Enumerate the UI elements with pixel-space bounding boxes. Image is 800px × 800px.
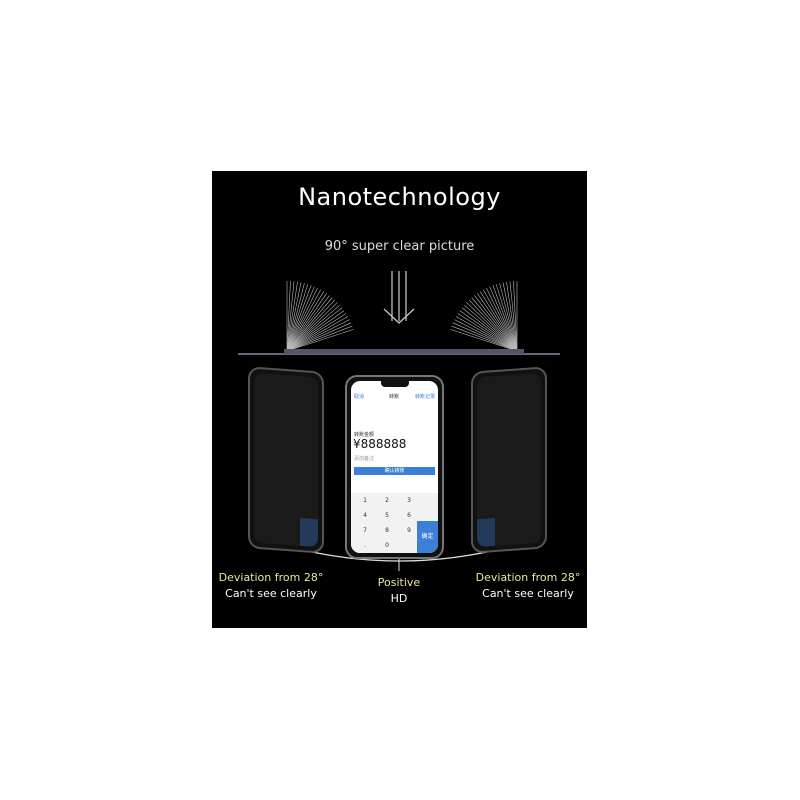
light-ray <box>286 281 291 352</box>
product-panel: Nanotechnology 90° super clear picture 取… <box>212 171 587 628</box>
light-ray <box>286 282 302 352</box>
light-ray <box>483 289 518 352</box>
amount: ¥888888 <box>353 437 407 451</box>
light-ray <box>286 286 315 352</box>
light-ray <box>486 287 518 352</box>
keypad-key[interactable]: 2 <box>385 497 389 504</box>
light-ray <box>461 307 518 352</box>
light-ray <box>286 287 318 352</box>
center-label-desc: HD <box>390 592 408 605</box>
keypad-key[interactable]: 3 <box>407 497 411 504</box>
light-ray <box>286 307 343 352</box>
keypad-key[interactable]: 5 <box>385 512 389 519</box>
center-label-title: Positive <box>377 576 421 589</box>
light-ray <box>286 316 349 352</box>
light-ray <box>286 302 338 352</box>
phone-right-dark <box>471 366 547 554</box>
keypad-key[interactable]: 8 <box>385 527 389 534</box>
right-label-desc: Can't see clearly <box>482 587 574 600</box>
light-ray <box>466 302 518 352</box>
light-ray <box>502 282 518 352</box>
left-label-title: Deviation from 28° <box>218 571 324 584</box>
keypad-key[interactable]: 0 <box>385 542 389 549</box>
ok-key[interactable]: 确定 <box>417 521 438 553</box>
light-ray <box>286 325 353 352</box>
light-ray <box>286 322 352 352</box>
keypad-key[interactable]: 1 <box>363 497 367 504</box>
light-ray <box>286 281 295 352</box>
light-ray <box>471 297 518 352</box>
light-ray <box>286 281 298 352</box>
light-ray <box>286 310 345 352</box>
light-ray <box>492 285 518 352</box>
light-ray <box>286 297 333 352</box>
light-ray <box>495 284 518 352</box>
light-ray <box>286 299 336 352</box>
light-ray <box>451 325 518 352</box>
light-ray <box>286 313 347 352</box>
viewing-angle-diagram <box>238 271 560 571</box>
light-ray <box>455 316 518 352</box>
left-label-desc: Can't see clearly <box>225 587 317 600</box>
light-ray <box>286 329 354 352</box>
keypad-key[interactable]: 4 <box>363 512 367 519</box>
keypad-key[interactable]: . <box>364 542 366 549</box>
light-ray <box>464 304 518 352</box>
light-ray <box>286 304 340 352</box>
subtitle: 90° super clear picture <box>324 239 475 254</box>
light-ray <box>499 283 518 352</box>
phone-left-dark <box>248 366 324 554</box>
light-ray <box>513 281 518 352</box>
keypad-key[interactable]: 7 <box>363 527 367 534</box>
light-ray <box>286 284 309 352</box>
light-ray <box>477 293 518 352</box>
light-ray <box>459 310 518 352</box>
confirm-button[interactable]: 确认转账 <box>354 467 435 475</box>
light-ray <box>452 322 518 352</box>
light-ray <box>489 286 518 352</box>
light-ray <box>454 319 518 352</box>
keypad-key[interactable]: 6 <box>407 512 411 519</box>
light-ray <box>468 299 518 352</box>
light-ray <box>286 319 350 352</box>
light-ray <box>286 283 305 352</box>
light-ray <box>506 281 518 352</box>
down-arrows-icon <box>383 271 415 324</box>
title: Nanotechnology <box>298 183 501 211</box>
light-ray <box>479 291 518 352</box>
light-ray <box>286 295 330 352</box>
right-label-title: Deviation from 28° <box>475 571 581 584</box>
light-ray <box>474 295 518 352</box>
light-ray <box>286 293 327 352</box>
light-ray <box>286 289 321 352</box>
light-ray <box>286 291 325 352</box>
light-ray <box>286 285 312 352</box>
light-ray <box>457 313 518 352</box>
light-ray <box>509 281 518 352</box>
keypad-key[interactable]: 9 <box>407 527 411 534</box>
light-ray <box>450 329 518 352</box>
